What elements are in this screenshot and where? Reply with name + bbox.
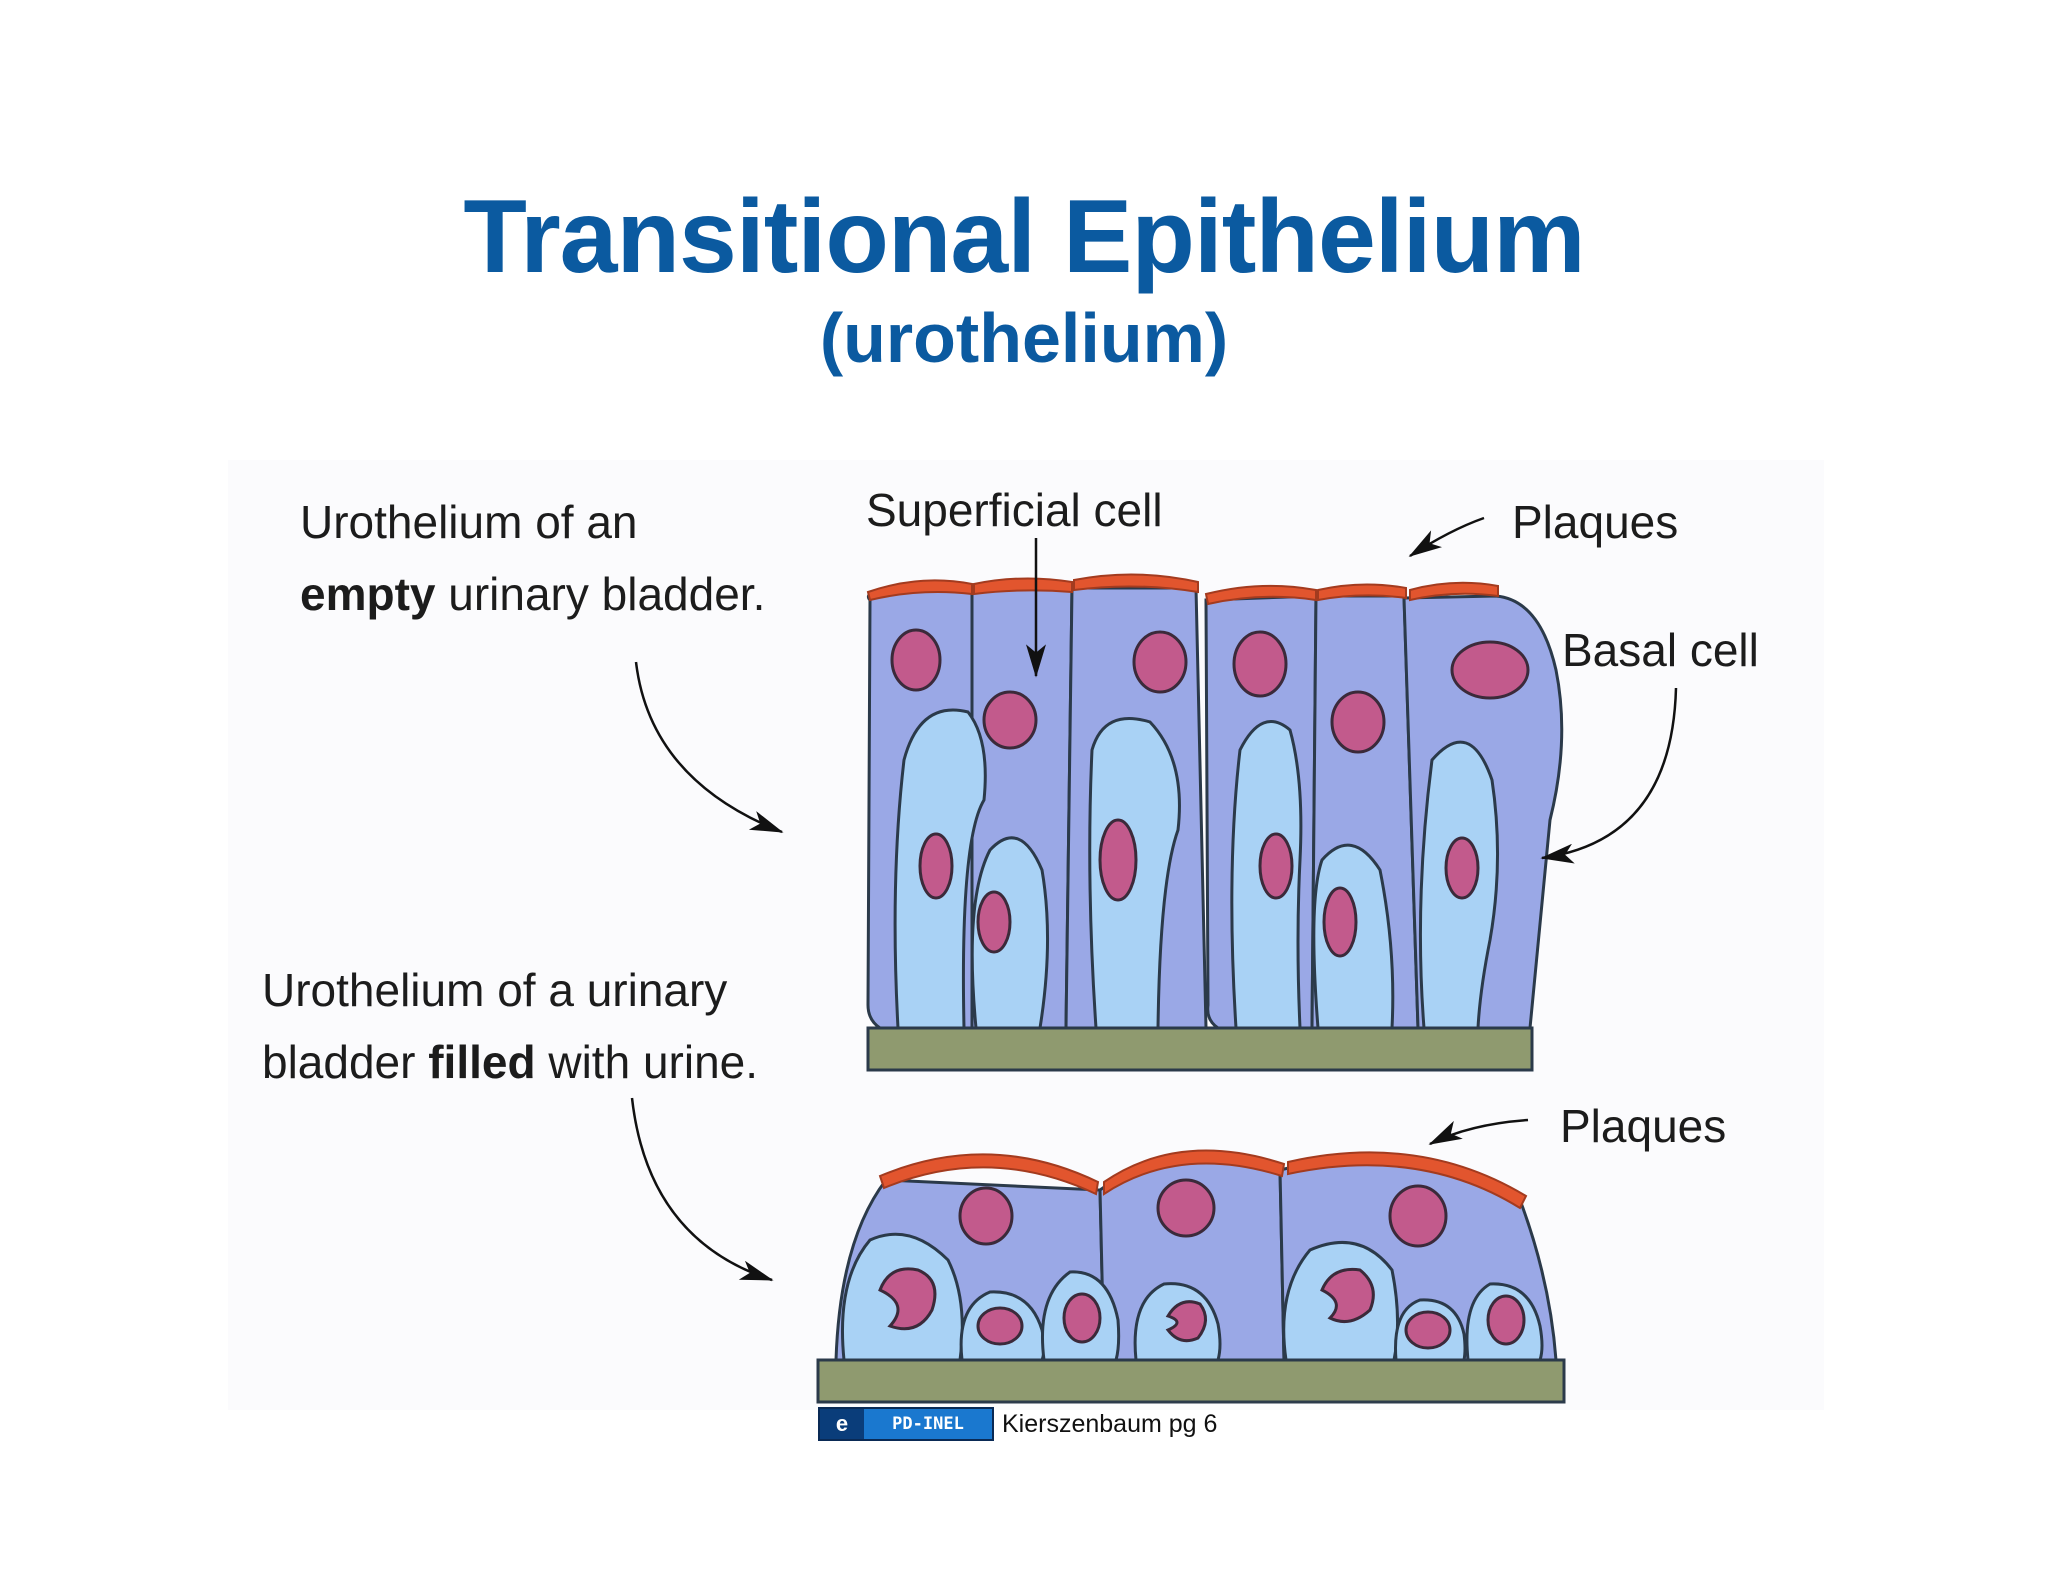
filled-label-line2: bladder filled with urine. (262, 1036, 758, 1088)
plaques-top-row (866, 573, 1499, 606)
arrow-plaques-top (1408, 516, 1485, 558)
nuclei-bottom-row (878, 1178, 1526, 1350)
slide-title: Transitional Epithelium (463, 179, 1585, 295)
nuclei-top-row (890, 628, 1530, 958)
empty-label-line2: empty urinary bladder. (300, 568, 765, 620)
license-badge: e PD-INEL (818, 1407, 994, 1441)
basal-cell-label: Basal cell (1562, 624, 1759, 676)
annotation-arrows (630, 516, 1678, 1282)
empty-label-bold: empty (300, 568, 436, 620)
plaques-bottom-label: Plaques (1560, 1100, 1726, 1152)
arrow-plaques-bottom (1428, 1118, 1529, 1146)
plaques-bottom-row (878, 1149, 1528, 1210)
license-badge-text: PD-INEL (864, 1409, 992, 1439)
basement-membrane-bottom (816, 1358, 1566, 1404)
basement-membrane-top (866, 1026, 1534, 1072)
filled-label-pre: bladder (262, 1036, 428, 1088)
filled-label-bold: filled (428, 1036, 535, 1088)
filled-label-rest: with urine. (536, 1036, 758, 1088)
plaques-top-label: Plaques (1512, 496, 1678, 548)
credit-line: e PD-INEL Kierszenbaum pg 6 (818, 1407, 1218, 1441)
superficial-cell-label: Superficial cell (866, 484, 1163, 536)
source-credit: Kierszenbaum pg 6 (1002, 1409, 1218, 1438)
arrow-empty-urothelium (634, 661, 784, 834)
slide-subtitle: (urothelium) (819, 299, 1229, 377)
empty-label-rest: urinary bladder. (435, 568, 765, 620)
license-e-icon: e (820, 1409, 864, 1439)
arrow-basal-cell (1540, 687, 1678, 864)
arrow-filled-urothelium (630, 1097, 774, 1282)
empty-label-line1: Urothelium of an (300, 496, 638, 548)
filled-label-line1: Urothelium of a urinary (262, 964, 727, 1016)
